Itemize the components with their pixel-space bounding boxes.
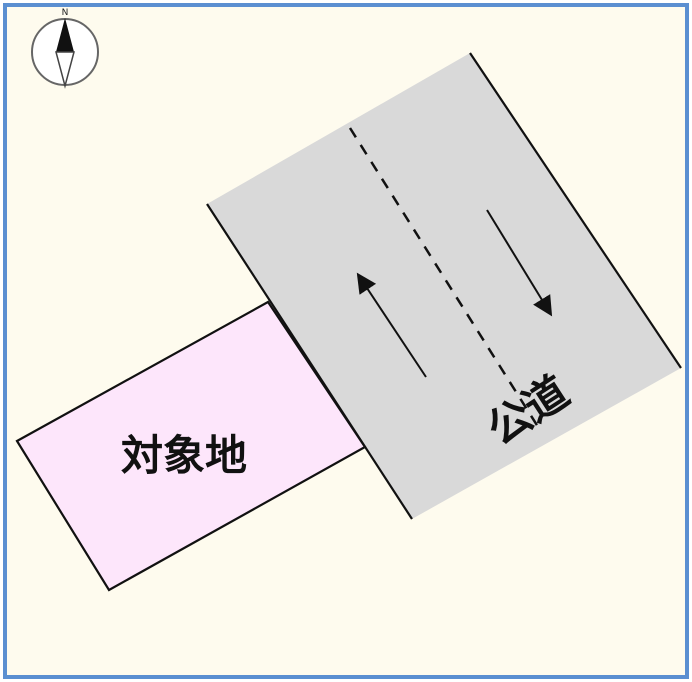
north-label: N (62, 8, 69, 18)
road-right-edge (469, 52, 682, 369)
site-label: 対象地 (121, 431, 247, 480)
target-site: 対象地 (15, 300, 367, 592)
compass-north-icon: N (31, 8, 99, 89)
site-parcel (15, 300, 367, 592)
arrow-up-left-icon (356, 272, 427, 378)
road-left-edge (206, 203, 413, 520)
public-road: 公道 (206, 52, 682, 520)
arrow-down-right-icon (486, 209, 553, 317)
